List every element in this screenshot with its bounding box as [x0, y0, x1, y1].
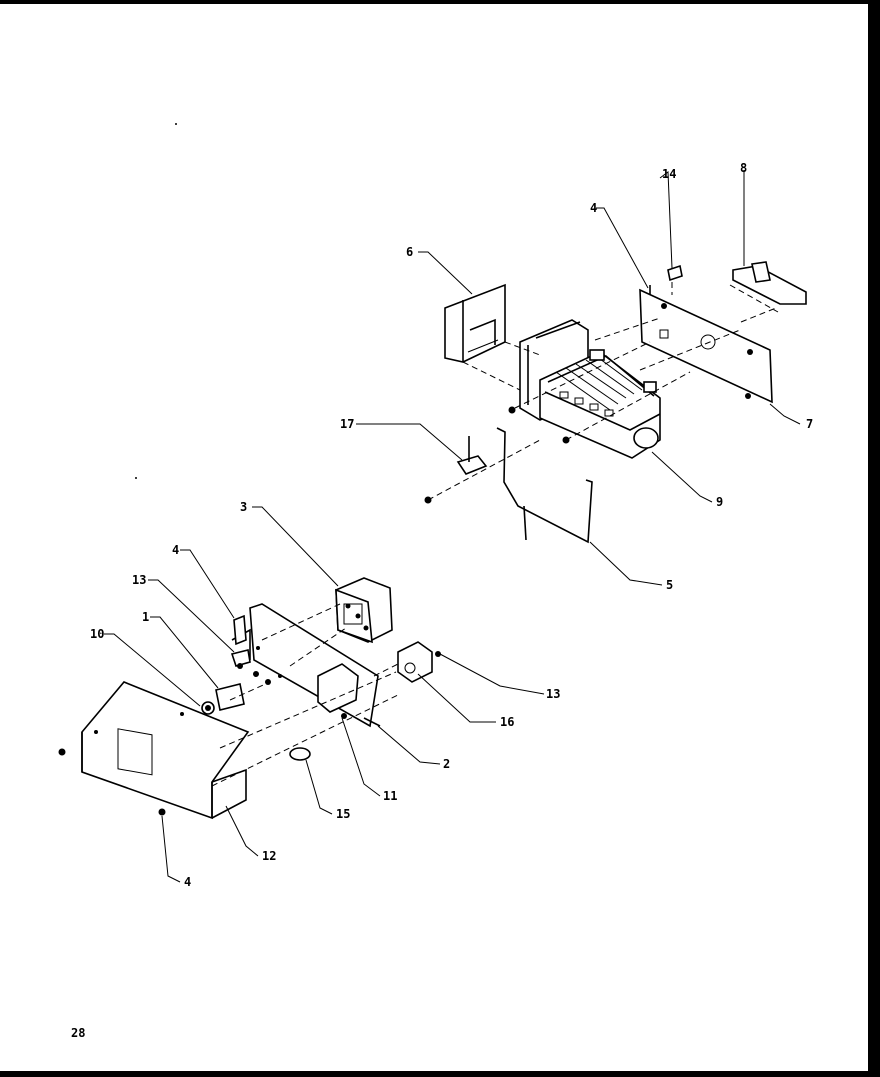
part-2-main-bracket [231, 603, 381, 728]
page-number: 28 [71, 1026, 86, 1040]
part-1-bracket [215, 683, 245, 711]
callout-4-lower: 4 [184, 875, 191, 889]
part-12-housing-cover [81, 681, 250, 820]
part-5-wire-harness [496, 427, 593, 544]
assembly-lines-upper [427, 282, 779, 501]
leader-lines [104, 170, 801, 883]
part-14-clip [667, 264, 683, 282]
scan-speck-a [175, 123, 177, 125]
callout-16: 16 [500, 715, 514, 729]
part-8-switch [732, 261, 807, 305]
part-16-relay [397, 641, 433, 683]
callout-17: 17 [340, 417, 354, 431]
callout-11: 11 [383, 789, 397, 803]
callout-3: 3 [240, 500, 247, 514]
callout-6: 6 [406, 245, 413, 259]
callout-9: 9 [716, 495, 723, 509]
assembly-lines-lower [211, 603, 401, 787]
callout-13-right: 13 [546, 687, 560, 701]
callout-labels: 14 8 4 6 7 17 9 3 5 4 13 1 10 13 16 2 11… [90, 161, 813, 889]
scan-speck-b [135, 477, 137, 479]
screw-lower-left [58, 748, 66, 756]
screw-cover-top [180, 712, 184, 716]
part-7-mounting-plate [639, 285, 773, 404]
callout-10: 10 [90, 627, 104, 641]
scan-edge-top [0, 0, 880, 4]
part-4-clip-left [233, 614, 247, 646]
callout-1: 1 [142, 610, 149, 624]
callout-13-left: 13 [132, 573, 146, 587]
callout-14: 14 [662, 167, 676, 181]
callout-12: 12 [262, 849, 276, 863]
callout-4-upper: 4 [590, 201, 597, 215]
part-15-gasket [289, 747, 311, 761]
part-6-shield [444, 283, 506, 363]
scan-edge-right [868, 0, 880, 1077]
callout-5: 5 [666, 578, 673, 592]
part-13-bracket-left [230, 649, 282, 685]
screw-lower-bottom [158, 808, 166, 816]
part-3-motor [335, 577, 393, 644]
scan-edge-bottom [0, 1071, 880, 1077]
part-9-ice-maker-mold [519, 319, 661, 459]
callout-7: 7 [806, 417, 813, 431]
callout-8: 8 [740, 161, 747, 175]
part-17-bracket [456, 436, 488, 475]
screw-upper-a [508, 406, 516, 414]
callout-15: 15 [336, 807, 350, 821]
callout-2: 2 [443, 757, 450, 771]
part-10-spring [201, 701, 215, 715]
screw-13-right [435, 651, 441, 657]
callout-4-mid: 4 [172, 543, 179, 557]
screw-cover-left [94, 730, 98, 734]
